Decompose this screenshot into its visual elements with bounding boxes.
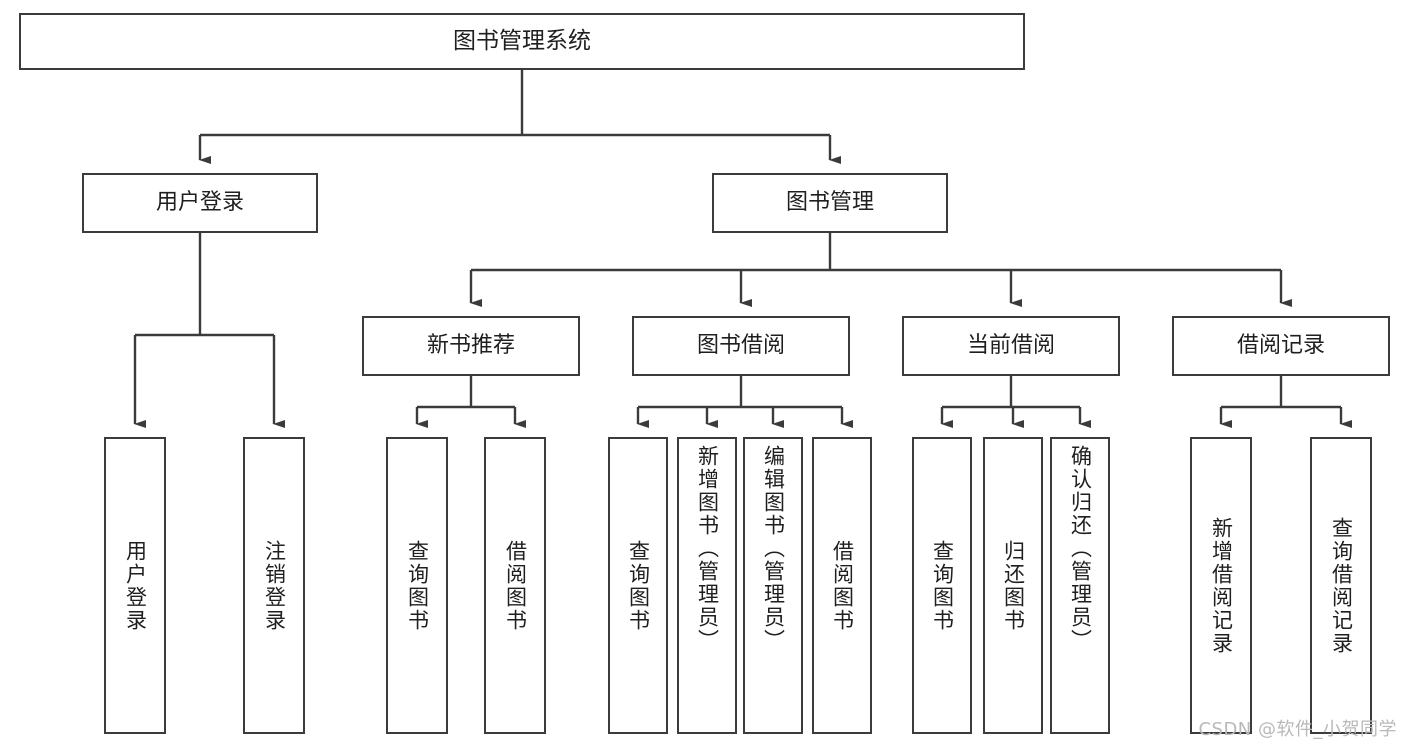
- node-leaf-query-book-3-label: 查询图书: [930, 539, 955, 632]
- node-root-label: 图书管理系统: [453, 27, 591, 54]
- node-leaf-query-book-1[interactable]: 查询图书: [386, 437, 448, 734]
- node-leaf-query-book-3[interactable]: 查询图书: [912, 437, 972, 734]
- node-leaf-query-record[interactable]: 查询借阅记录: [1310, 437, 1372, 734]
- node-leaf-add-book[interactable]: 新增图书（管理员）: [677, 437, 737, 734]
- csdn-watermark: CSDN @软件_小贺同学: [1198, 719, 1397, 740]
- node-borrow-record[interactable]: 借阅记录: [1172, 316, 1390, 376]
- node-leaf-return-book[interactable]: 归还图书: [983, 437, 1043, 734]
- node-leaf-confirm-return[interactable]: 确认归还（管理员）: [1050, 437, 1110, 734]
- node-new-book-recommend-label: 新书推荐: [426, 333, 515, 359]
- node-leaf-confirm-return-label: 确认归还（管理员）: [1068, 445, 1093, 652]
- node-leaf-borrow-book-1-label: 借阅图书: [503, 539, 528, 632]
- node-current-borrow-label: 当前借阅: [966, 333, 1055, 359]
- node-user-login[interactable]: 用户登录: [82, 173, 318, 233]
- node-leaf-add-book-label: 新增图书（管理员）: [695, 445, 720, 652]
- node-leaf-query-book-2[interactable]: 查询图书: [608, 437, 668, 734]
- node-new-book-recommend[interactable]: 新书推荐: [362, 316, 580, 376]
- node-leaf-borrow-book-2-label: 借阅图书: [830, 539, 855, 632]
- node-leaf-query-book-1-label: 查询图书: [405, 539, 430, 632]
- node-leaf-user-login[interactable]: 用户登录: [104, 437, 166, 734]
- node-leaf-return-book-label: 归还图书: [1001, 539, 1026, 632]
- node-book-borrow-label: 图书借阅: [696, 333, 785, 359]
- node-leaf-user-logout[interactable]: 注销登录: [243, 437, 305, 734]
- node-leaf-user-logout-label: 注销登录: [262, 539, 287, 632]
- node-leaf-edit-book[interactable]: 编辑图书（管理员）: [743, 437, 803, 734]
- node-current-borrow[interactable]: 当前借阅: [902, 316, 1120, 376]
- node-leaf-borrow-book-2[interactable]: 借阅图书: [812, 437, 872, 734]
- node-root[interactable]: 图书管理系统: [19, 13, 1025, 70]
- node-book-borrow[interactable]: 图书借阅: [632, 316, 850, 376]
- node-borrow-record-label: 借阅记录: [1236, 333, 1325, 359]
- node-leaf-query-record-label: 查询借阅记录: [1329, 516, 1354, 655]
- node-leaf-borrow-book-1[interactable]: 借阅图书: [484, 437, 546, 734]
- node-leaf-query-book-2-label: 查询图书: [626, 539, 651, 632]
- node-leaf-edit-book-label: 编辑图书（管理员）: [761, 445, 786, 652]
- node-book-manage-label: 图书管理: [785, 190, 874, 216]
- node-leaf-user-login-label: 用户登录: [123, 539, 148, 632]
- node-user-login-label: 用户登录: [155, 190, 244, 216]
- node-book-manage[interactable]: 图书管理: [712, 173, 948, 233]
- node-leaf-add-record-label: 新增借阅记录: [1209, 516, 1234, 655]
- node-leaf-add-record[interactable]: 新增借阅记录: [1190, 437, 1252, 734]
